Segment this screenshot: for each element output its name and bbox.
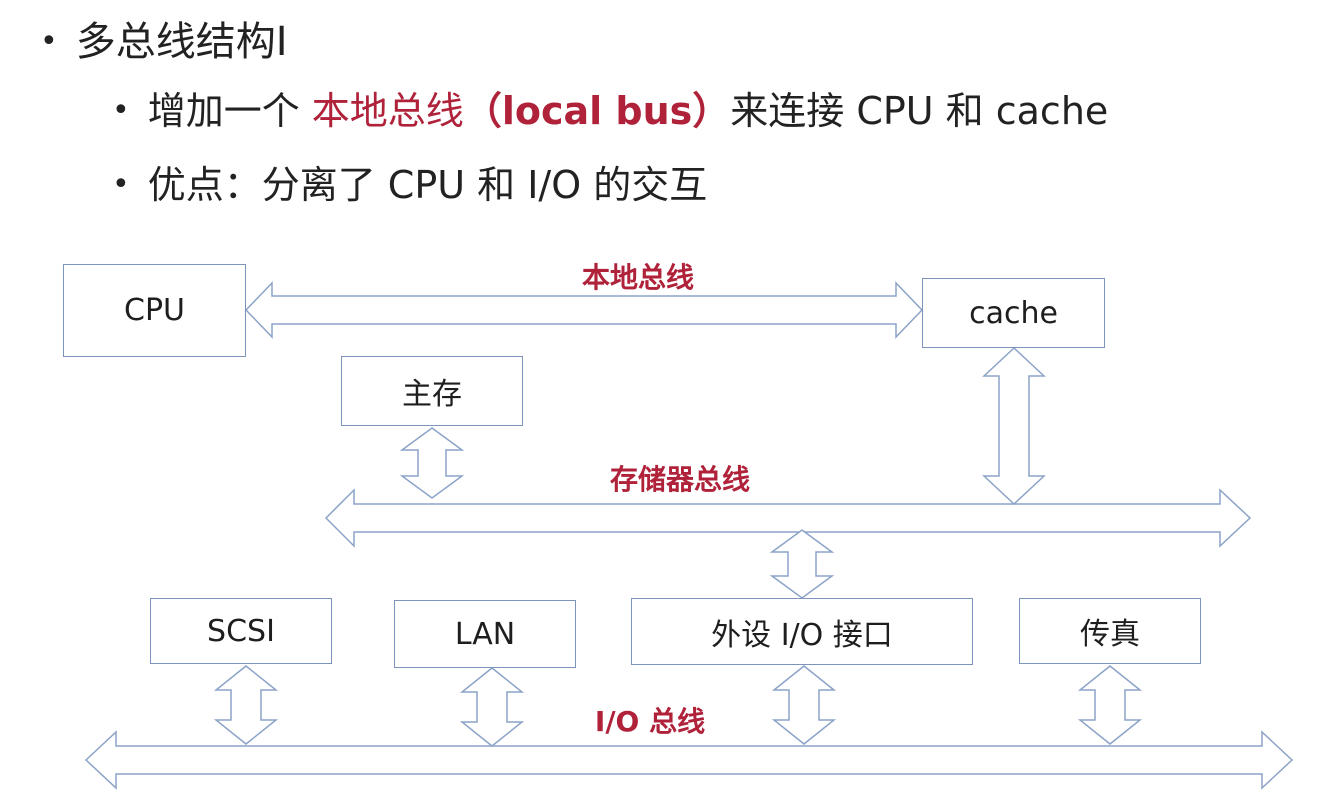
cache-box: cache xyxy=(922,278,1105,348)
memory-bus-label: 存储器总线 xyxy=(609,463,751,496)
io-bus-arrow xyxy=(84,730,1294,790)
fax-box: 传真 xyxy=(1019,598,1201,664)
memory-bus-arrow xyxy=(324,488,1252,548)
bullet-sub-1-suffix: 来连接 CPU 和 cache xyxy=(730,89,1109,133)
peripheral-io-box: 外设 I/O 接口 xyxy=(631,598,973,665)
bullet-sub-1-highlight-paren: （local bus） xyxy=(463,89,731,133)
bullet-main-text: 多总线结构I xyxy=(75,19,288,65)
scsi-io-bus-arrow xyxy=(213,665,279,745)
main-memory-box: 主存 xyxy=(341,356,523,426)
lan-io-bus-arrow xyxy=(459,667,525,747)
bullet-sub-2: • 优点：分离了 CPU 和 I/O 的交互 xyxy=(112,166,707,204)
io-bus-label: I/O 总线 xyxy=(594,705,706,738)
bullet-dot: • xyxy=(112,93,130,128)
peripheral-io-bus-arrow xyxy=(771,665,837,745)
bullet-dot: • xyxy=(40,24,58,59)
lan-box: LAN xyxy=(394,600,576,668)
fax-io-bus-arrow xyxy=(1077,665,1143,745)
memory-bus-peripheral-arrow xyxy=(769,529,835,599)
scsi-box: SCSI xyxy=(150,598,332,664)
cache-memory-bus-arrow xyxy=(982,346,1046,506)
bullet-main: • 多总线结构I xyxy=(40,22,288,62)
bullet-dot: • xyxy=(112,167,130,202)
bullet-sub-1-prefix: 增加一个 xyxy=(147,89,312,133)
main-memory-bus-arrow xyxy=(399,427,465,499)
bullet-sub-1: • 增加一个 本地总线（local bus）来连接 CPU 和 cache xyxy=(112,92,1108,130)
bullet-sub-2-text: 优点：分离了 CPU 和 I/O 的交互 xyxy=(147,163,708,207)
cpu-box: CPU xyxy=(63,264,246,357)
local-bus-label: 本地总线 xyxy=(581,261,695,294)
bullet-sub-1-highlight: 本地总线 xyxy=(311,89,464,133)
